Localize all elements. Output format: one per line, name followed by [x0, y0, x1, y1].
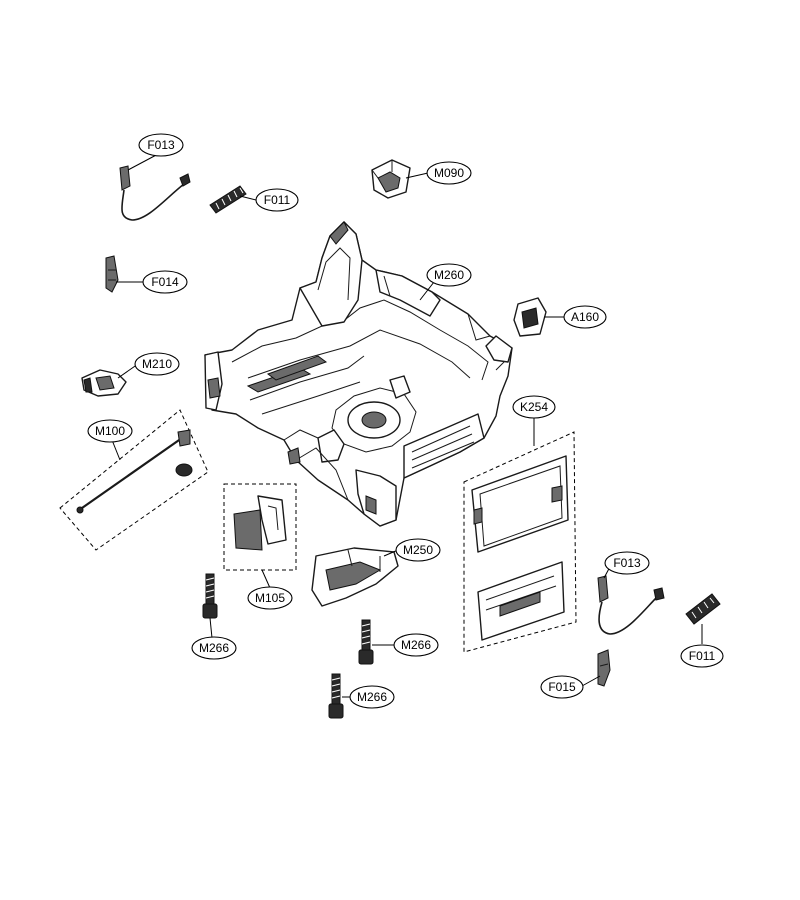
- screw-part-b: [358, 619, 374, 665]
- callout-m090: M090: [426, 161, 472, 185]
- callout-label: M090: [434, 166, 464, 180]
- m105-group: [223, 483, 297, 571]
- callout-k254: K254: [512, 395, 556, 419]
- callout-f013-b: F013: [604, 551, 650, 575]
- callout-f011-b: F011: [680, 644, 724, 668]
- float-switch-part: [119, 165, 191, 221]
- clip-part-f015: [597, 649, 611, 687]
- callout-m260: M260: [426, 263, 472, 287]
- callout-f011-a: F011: [255, 188, 299, 212]
- spring-part-right: [685, 593, 721, 625]
- callout-m266-b: M266: [393, 633, 439, 657]
- screw-part-c: [328, 673, 344, 719]
- screw-part-a: [202, 573, 218, 619]
- control-panel-group: [463, 431, 577, 653]
- callout-label: F014: [151, 275, 179, 289]
- m100-group: [59, 409, 209, 551]
- callout-label: F011: [264, 193, 291, 207]
- callout-label: M250: [403, 543, 433, 557]
- callout-m266-a: M266: [191, 636, 237, 660]
- base-tub-part: [204, 221, 513, 527]
- bracket-part-m250: [311, 547, 399, 607]
- bracket-part-m090: [371, 159, 411, 199]
- callout-f015: F015: [540, 675, 584, 699]
- callout-label: M105: [255, 591, 285, 605]
- callout-label: F013: [147, 138, 175, 152]
- callout-label: K254: [520, 400, 548, 414]
- callout-m105: M105: [247, 586, 293, 610]
- latch-part-m210: [81, 369, 127, 397]
- leader-lines: [111, 152, 703, 698]
- callout-label: M210: [142, 357, 172, 371]
- callout-m210: M210: [134, 352, 180, 376]
- callout-m266-c: M266: [349, 685, 395, 709]
- callout-m100: M100: [87, 419, 133, 443]
- callout-label: M266: [357, 690, 387, 704]
- callout-label: F013: [613, 556, 641, 570]
- callout-label: M266: [401, 638, 431, 652]
- clip-part-f014: [105, 255, 119, 293]
- callout-label: F015: [548, 680, 576, 694]
- spring-part: [209, 185, 247, 214]
- callout-label: A160: [571, 310, 599, 324]
- callout-f014: F014: [142, 270, 188, 294]
- callout-m250: M250: [395, 538, 441, 562]
- callout-label: F011: [689, 649, 716, 663]
- callout-a160: A160: [563, 305, 607, 329]
- callout-label: M266: [199, 641, 229, 655]
- sensor-part-a160: [513, 297, 547, 337]
- callout-label: M100: [95, 424, 125, 438]
- callout-label: M260: [434, 268, 464, 282]
- float-switch-part-right: [597, 575, 665, 635]
- callout-f013-a: F013: [138, 133, 184, 157]
